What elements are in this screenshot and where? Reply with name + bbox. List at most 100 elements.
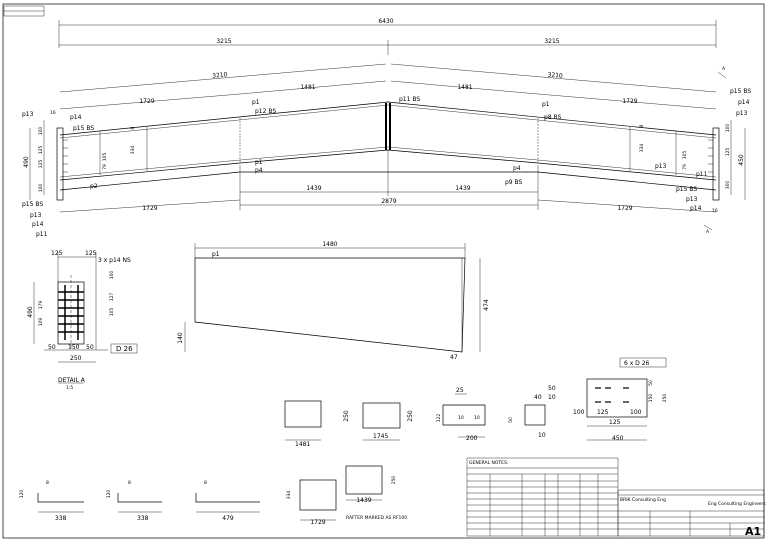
- section-a-bottom: A: [706, 229, 710, 235]
- svg-text:10: 10: [474, 415, 480, 421]
- svg-text:p4: p4: [513, 165, 521, 172]
- company-logo: Eng Consulting Engineers: [708, 501, 766, 507]
- svg-text:109: 109: [38, 318, 44, 327]
- svg-text:10: 10: [538, 432, 546, 439]
- svg-text:p13: p13: [655, 163, 667, 170]
- svg-text:250: 250: [70, 355, 82, 362]
- svg-text:100: 100: [573, 409, 585, 416]
- detail-a-scale: 1:5: [66, 385, 73, 391]
- title-block: BRIK Consulting Eng Eng Consulting Engin…: [617, 489, 766, 538]
- svg-text:p13: p13: [22, 111, 34, 118]
- svg-text:100: 100: [109, 271, 115, 280]
- svg-text:p14: p14: [32, 221, 44, 228]
- svg-text:105: 105: [102, 153, 108, 162]
- svg-text:p13: p13: [686, 196, 698, 203]
- svg-text:50: 50: [508, 417, 514, 423]
- svg-text:10: 10: [548, 394, 556, 401]
- svg-text:p1: p1: [255, 159, 263, 166]
- dim-1439-right: 1439: [455, 185, 470, 192]
- svg-text:p13: p13: [736, 110, 748, 117]
- svg-text:479: 479: [222, 515, 234, 522]
- plate-parts: 1481 250 1745 250 25 122 10 10 200 50 40…: [284, 357, 668, 448]
- plate-mark: p1: [212, 251, 220, 258]
- svg-text:50: 50: [48, 344, 56, 351]
- svg-text:1481: 1481: [295, 441, 310, 448]
- svg-text:1439: 1439: [356, 497, 371, 504]
- svg-text:p15 BS: p15 BS: [22, 201, 43, 208]
- dim-h-490: 490: [23, 156, 30, 168]
- svg-text:8: 8: [639, 124, 645, 127]
- bolt-spec: 3 x p14 NS: [98, 257, 131, 264]
- svg-text:250: 250: [407, 410, 414, 422]
- svg-text:p13: p13: [30, 212, 42, 219]
- svg-text:p1: p1: [252, 99, 260, 106]
- sheet-size: A1: [745, 525, 761, 538]
- hole-dia: D 26: [116, 345, 133, 353]
- svg-text:100: 100: [38, 184, 44, 193]
- dim-bot-1729-left: 1729: [142, 205, 157, 212]
- svg-text:8: 8: [130, 126, 136, 129]
- dim-h-450: 450: [738, 154, 745, 166]
- svg-text:p2: p2: [90, 183, 98, 190]
- svg-text:p14: p14: [690, 205, 702, 212]
- svg-text:100: 100: [725, 124, 731, 133]
- svg-text:334: 334: [639, 144, 645, 153]
- svg-text:250: 250: [343, 410, 350, 422]
- svg-text:125: 125: [85, 250, 97, 257]
- notes-table: GENERAL NOTES:: [466, 457, 619, 537]
- rafter-note: RAFTER MARKED AS RF100: [346, 515, 407, 521]
- svg-text:79: 79: [682, 164, 688, 170]
- svg-text:125: 125: [38, 160, 44, 169]
- svg-text:127: 127: [109, 293, 115, 302]
- dim-1439-left: 1439: [306, 185, 321, 192]
- svg-text:179: 179: [38, 301, 44, 310]
- svg-text:334: 334: [286, 491, 292, 500]
- svg-text:40: 40: [534, 394, 542, 401]
- dim-1481-right: 1481: [457, 84, 472, 91]
- plate-length: 1480: [322, 241, 337, 248]
- sheet-border: [2, 3, 765, 539]
- svg-text:p9 BS: p9 BS: [505, 179, 523, 186]
- svg-text:334: 334: [130, 146, 136, 155]
- plate-height: 474: [483, 299, 490, 311]
- rafter-elevation: 6430 3215 3215 3210 3210 1729 1481 1481 …: [22, 18, 751, 238]
- svg-text:250: 250: [391, 476, 397, 485]
- svg-text:6 x D 26: 6 x D 26: [624, 360, 650, 367]
- svg-text:25: 25: [456, 387, 464, 394]
- svg-text:16: 16: [712, 208, 718, 214]
- project-name: BRIK Consulting Eng: [620, 497, 666, 503]
- dim-1481-left: 1481: [300, 84, 315, 91]
- general-notes-title: GENERAL NOTES:: [469, 460, 508, 466]
- dim-half-right: 3215: [544, 38, 559, 45]
- svg-text:338: 338: [55, 515, 67, 522]
- svg-text:p12 BS: p12 BS: [255, 108, 276, 115]
- dim-bot-1729-right: 1729: [617, 205, 632, 212]
- svg-text:490: 490: [27, 306, 34, 318]
- svg-text:8: 8: [204, 480, 207, 486]
- svg-text:p15 BS: p15 BS: [73, 125, 94, 132]
- svg-text:50: 50: [86, 344, 94, 351]
- svg-text:200: 200: [466, 435, 478, 442]
- svg-text:125: 125: [725, 148, 731, 157]
- svg-text:p11: p11: [696, 171, 708, 178]
- detail-a: 125 125 250 50 150 50 490 100 127 105 17…: [27, 250, 138, 391]
- svg-text:p4: p4: [255, 167, 263, 174]
- detail-a-title: DETAIL A: [58, 377, 86, 384]
- svg-text:125: 125: [51, 250, 63, 257]
- dim-top-right: 3210: [547, 71, 563, 79]
- svg-text:8: 8: [128, 480, 131, 486]
- svg-text:250: 250: [662, 394, 668, 403]
- svg-text:10: 10: [458, 415, 464, 421]
- svg-text:1729: 1729: [310, 519, 325, 526]
- dim-1729-right: 1729: [622, 98, 637, 105]
- svg-text:150: 150: [68, 344, 80, 351]
- svg-text:300: 300: [725, 181, 731, 190]
- svg-text:140: 140: [177, 332, 184, 344]
- svg-text:8: 8: [46, 480, 49, 486]
- svg-text:50: 50: [548, 385, 556, 392]
- web-plate-detail: 1480 474 140 47 p1: [177, 241, 490, 361]
- dim-2879: 2879: [381, 198, 396, 205]
- dim-overall: 6430: [378, 18, 393, 25]
